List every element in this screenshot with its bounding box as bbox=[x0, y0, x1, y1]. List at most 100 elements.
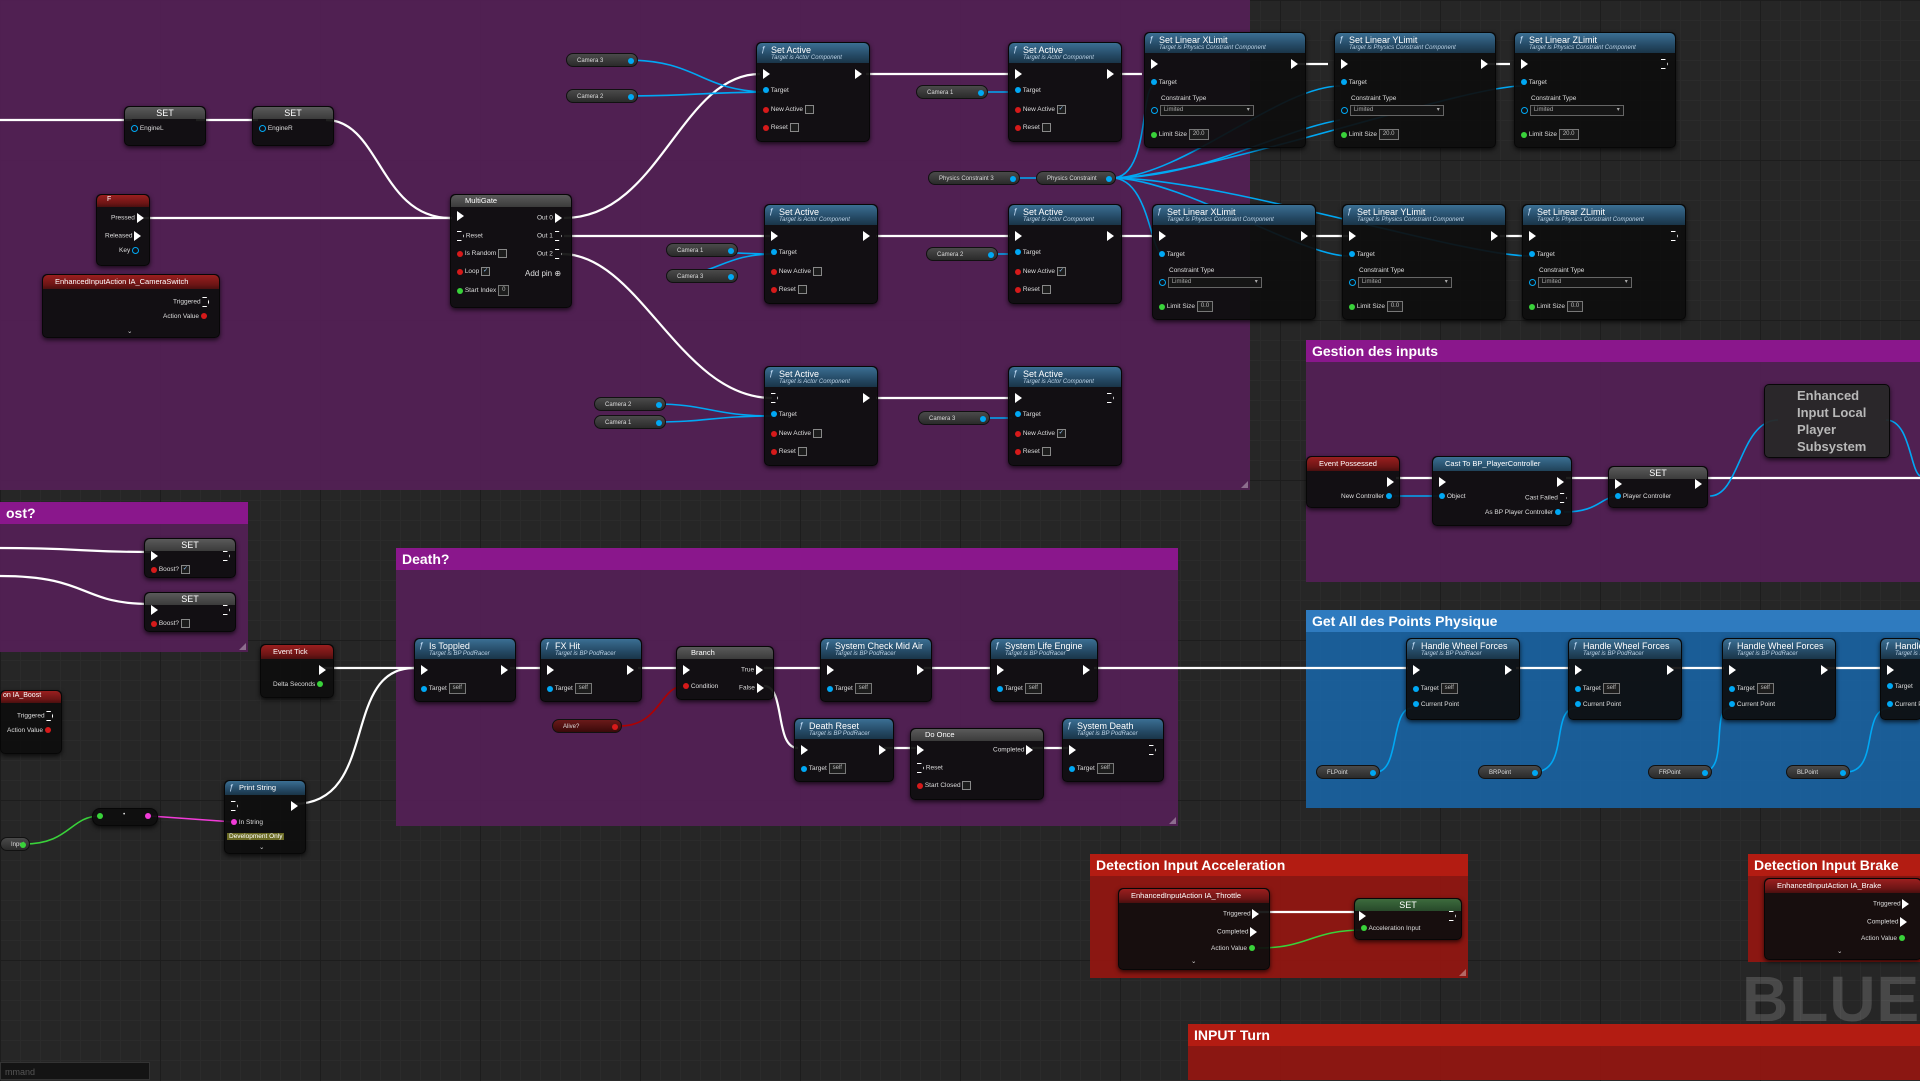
limit-size-field[interactable]: 0.0 bbox=[1196, 301, 1214, 312]
object-pin-icon[interactable] bbox=[1413, 685, 1419, 692]
object-pin-icon[interactable] bbox=[1069, 765, 1075, 772]
exec-pin-icon[interactable] bbox=[1015, 231, 1022, 241]
exec-pin-icon[interactable] bbox=[223, 551, 230, 561]
exec-pin-icon[interactable] bbox=[1387, 477, 1394, 487]
br-point-getter[interactable]: BRPoint bbox=[1478, 765, 1542, 779]
float-pin-icon[interactable] bbox=[1349, 303, 1355, 310]
object-pin-icon[interactable] bbox=[259, 125, 266, 132]
exec-pin-icon[interactable] bbox=[1729, 665, 1736, 675]
object-pin-icon[interactable] bbox=[763, 87, 769, 94]
exec-pin-icon[interactable] bbox=[547, 665, 554, 675]
object-pin-icon[interactable] bbox=[1887, 701, 1893, 708]
float-pin-icon[interactable] bbox=[1248, 945, 1255, 952]
object-pin-icon[interactable] bbox=[728, 248, 734, 254]
alive-getter[interactable]: Alive? bbox=[552, 719, 622, 733]
target-field[interactable]: self bbox=[1440, 683, 1458, 694]
bool-pin-icon[interactable] bbox=[771, 448, 777, 455]
object-pin-icon[interactable] bbox=[656, 420, 662, 426]
multigate-node[interactable]: MultiGate Reset Is Random Loop ✓ Start I… bbox=[450, 194, 572, 308]
object-pin-icon[interactable] bbox=[1702, 770, 1708, 776]
object-pin-icon[interactable] bbox=[1106, 176, 1112, 182]
enum-pin-icon[interactable] bbox=[1349, 279, 1356, 286]
exec-pin-icon[interactable] bbox=[1559, 493, 1567, 503]
exec-pin-icon[interactable] bbox=[1615, 479, 1622, 489]
exec-pin-icon[interactable] bbox=[1449, 911, 1456, 921]
bool-pin-icon[interactable] bbox=[763, 124, 769, 131]
set-node-engine-r[interactable]: SET EngineR bbox=[252, 106, 334, 146]
object-pin-icon[interactable] bbox=[978, 90, 984, 96]
boost-checkbox[interactable]: ✓ bbox=[180, 565, 190, 574]
exec-pin-icon[interactable] bbox=[136, 213, 144, 223]
object-pin-icon[interactable] bbox=[656, 402, 662, 408]
camera3-getter[interactable]: Camera 3 bbox=[566, 53, 638, 67]
new-active-checkbox[interactable]: ✓ bbox=[1056, 105, 1066, 114]
boost-checkbox[interactable] bbox=[180, 619, 190, 628]
constraint-type-dropdown[interactable]: Limited bbox=[1159, 105, 1254, 116]
exec-pin-icon[interactable] bbox=[1349, 231, 1356, 241]
constraint-type-dropdown[interactable]: Limited bbox=[1167, 277, 1262, 288]
float-pin-icon[interactable] bbox=[1159, 303, 1165, 310]
constraint-type-dropdown[interactable]: Limited bbox=[1529, 105, 1624, 116]
bool-pin-icon[interactable] bbox=[1015, 106, 1021, 113]
enum-pin-icon[interactable] bbox=[1159, 279, 1166, 286]
physics-constraint-getter[interactable]: Physics Constraint bbox=[1036, 171, 1116, 185]
exec-pin-icon[interactable] bbox=[771, 393, 778, 403]
reset-checkbox[interactable] bbox=[789, 123, 799, 132]
resize-grip[interactable] bbox=[1241, 481, 1248, 488]
object-pin-icon[interactable] bbox=[1615, 493, 1621, 500]
bool-pin-icon[interactable] bbox=[151, 620, 157, 627]
float-pin-icon[interactable] bbox=[1529, 303, 1535, 310]
enhanced-input-subsystem-node[interactable]: Enhanced Input Local Player Subsystem bbox=[1764, 384, 1890, 458]
new-active-checkbox[interactable]: ✓ bbox=[1056, 267, 1066, 276]
camera1-getter[interactable]: Camera 1 bbox=[916, 85, 988, 99]
exec-pin-icon[interactable] bbox=[855, 69, 862, 79]
exec-pin-icon[interactable] bbox=[46, 711, 54, 721]
bool-pin-icon[interactable] bbox=[1015, 286, 1021, 293]
cast-to-player-controller-node[interactable]: Cast To BP_PlayerController Object Cast … bbox=[1432, 456, 1572, 526]
object-pin-icon[interactable] bbox=[1015, 249, 1021, 256]
constraint-type-dropdown[interactable]: Limited bbox=[1349, 105, 1444, 116]
new-active-checkbox[interactable] bbox=[812, 267, 822, 276]
enum-pin-icon[interactable] bbox=[1521, 107, 1528, 114]
bool-pin-icon[interactable] bbox=[771, 286, 777, 293]
exec-pin-icon[interactable] bbox=[1491, 231, 1498, 241]
exec-pin-icon[interactable] bbox=[755, 665, 763, 675]
console-command-input[interactable]: mmand bbox=[0, 1062, 150, 1080]
enum-pin-icon[interactable] bbox=[1151, 107, 1158, 114]
target-field[interactable]: self bbox=[1096, 763, 1114, 774]
exec-pin-icon[interactable] bbox=[1069, 745, 1076, 755]
object-pin-icon[interactable] bbox=[1729, 701, 1735, 708]
object-pin-icon[interactable] bbox=[801, 765, 807, 772]
object-pin-icon[interactable] bbox=[771, 249, 777, 256]
exec-pin-icon[interactable] bbox=[151, 605, 158, 615]
exec-pin-icon[interactable] bbox=[627, 665, 634, 675]
object-pin-icon[interactable] bbox=[988, 252, 994, 258]
loop-checkbox[interactable]: ✓ bbox=[481, 267, 491, 276]
exec-pin-icon[interactable] bbox=[771, 231, 778, 241]
target-field[interactable]: self bbox=[854, 683, 872, 694]
exec-pin-icon[interactable] bbox=[134, 231, 142, 241]
enum-pin-icon[interactable] bbox=[1341, 107, 1348, 114]
exec-pin-icon[interactable] bbox=[863, 231, 870, 241]
camera2-getter[interactable]: Camera 2 bbox=[594, 397, 666, 411]
new-active-checkbox[interactable] bbox=[804, 105, 814, 114]
float-pin-icon[interactable] bbox=[1521, 131, 1527, 138]
float-pin-icon[interactable] bbox=[1898, 935, 1905, 942]
exec-pin-icon[interactable] bbox=[1521, 59, 1528, 69]
exec-pin-icon[interactable] bbox=[1902, 899, 1910, 909]
exec-pin-icon[interactable] bbox=[1695, 479, 1702, 489]
to-string-conversion-node[interactable]: • bbox=[92, 808, 158, 826]
object-pin-icon[interactable] bbox=[771, 411, 777, 418]
exec-pin-icon[interactable] bbox=[223, 605, 230, 615]
ia-boost-event[interactable]: on IA_Boost Triggered Action Value bbox=[0, 690, 62, 754]
camera3-getter[interactable]: Camera 3 bbox=[918, 411, 990, 425]
fr-point-getter[interactable]: FRPoint bbox=[1648, 765, 1712, 779]
object-pin-icon[interactable] bbox=[1575, 685, 1581, 692]
reset-checkbox[interactable] bbox=[797, 285, 807, 294]
exec-pin-icon[interactable] bbox=[763, 69, 770, 79]
